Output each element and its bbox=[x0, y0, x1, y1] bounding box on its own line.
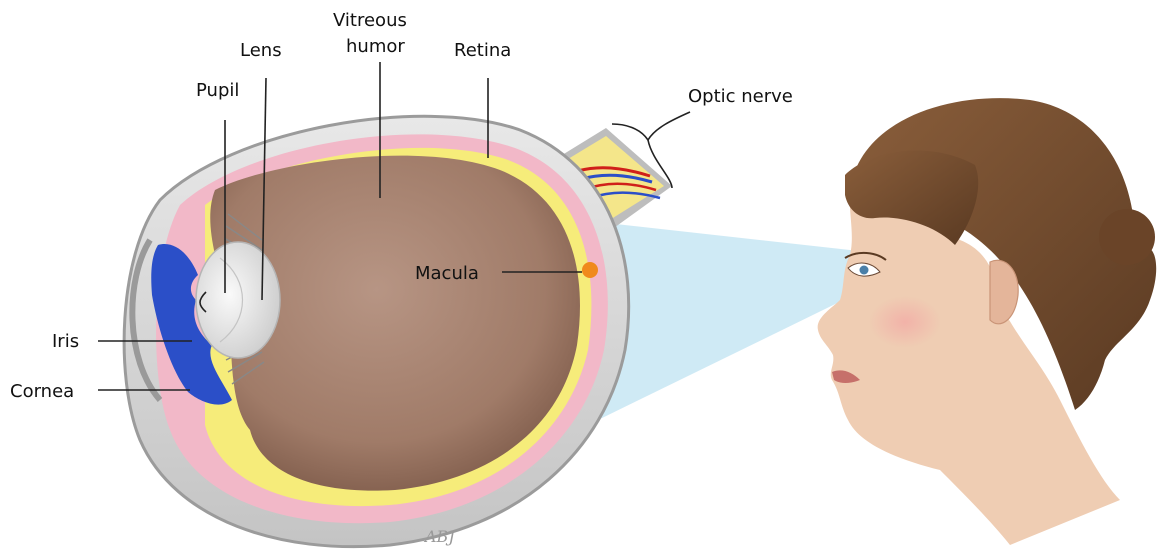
label-iris: Iris bbox=[52, 331, 79, 352]
lens bbox=[196, 242, 280, 358]
label-retina: Retina bbox=[454, 40, 511, 61]
macula bbox=[582, 262, 598, 278]
artist-signature: ABJ bbox=[423, 527, 456, 546]
woman-head bbox=[818, 98, 1157, 545]
label-pupil: Pupil bbox=[196, 80, 239, 101]
label-lens: Lens bbox=[240, 40, 282, 61]
label-vitreous-humor-line1: Vitreous bbox=[333, 10, 407, 31]
label-macula: Macula bbox=[415, 263, 479, 284]
label-vitreous-humor-line2: humor bbox=[346, 36, 405, 57]
label-cornea: Cornea bbox=[10, 381, 74, 402]
label-optic-nerve: Optic nerve bbox=[688, 86, 793, 107]
